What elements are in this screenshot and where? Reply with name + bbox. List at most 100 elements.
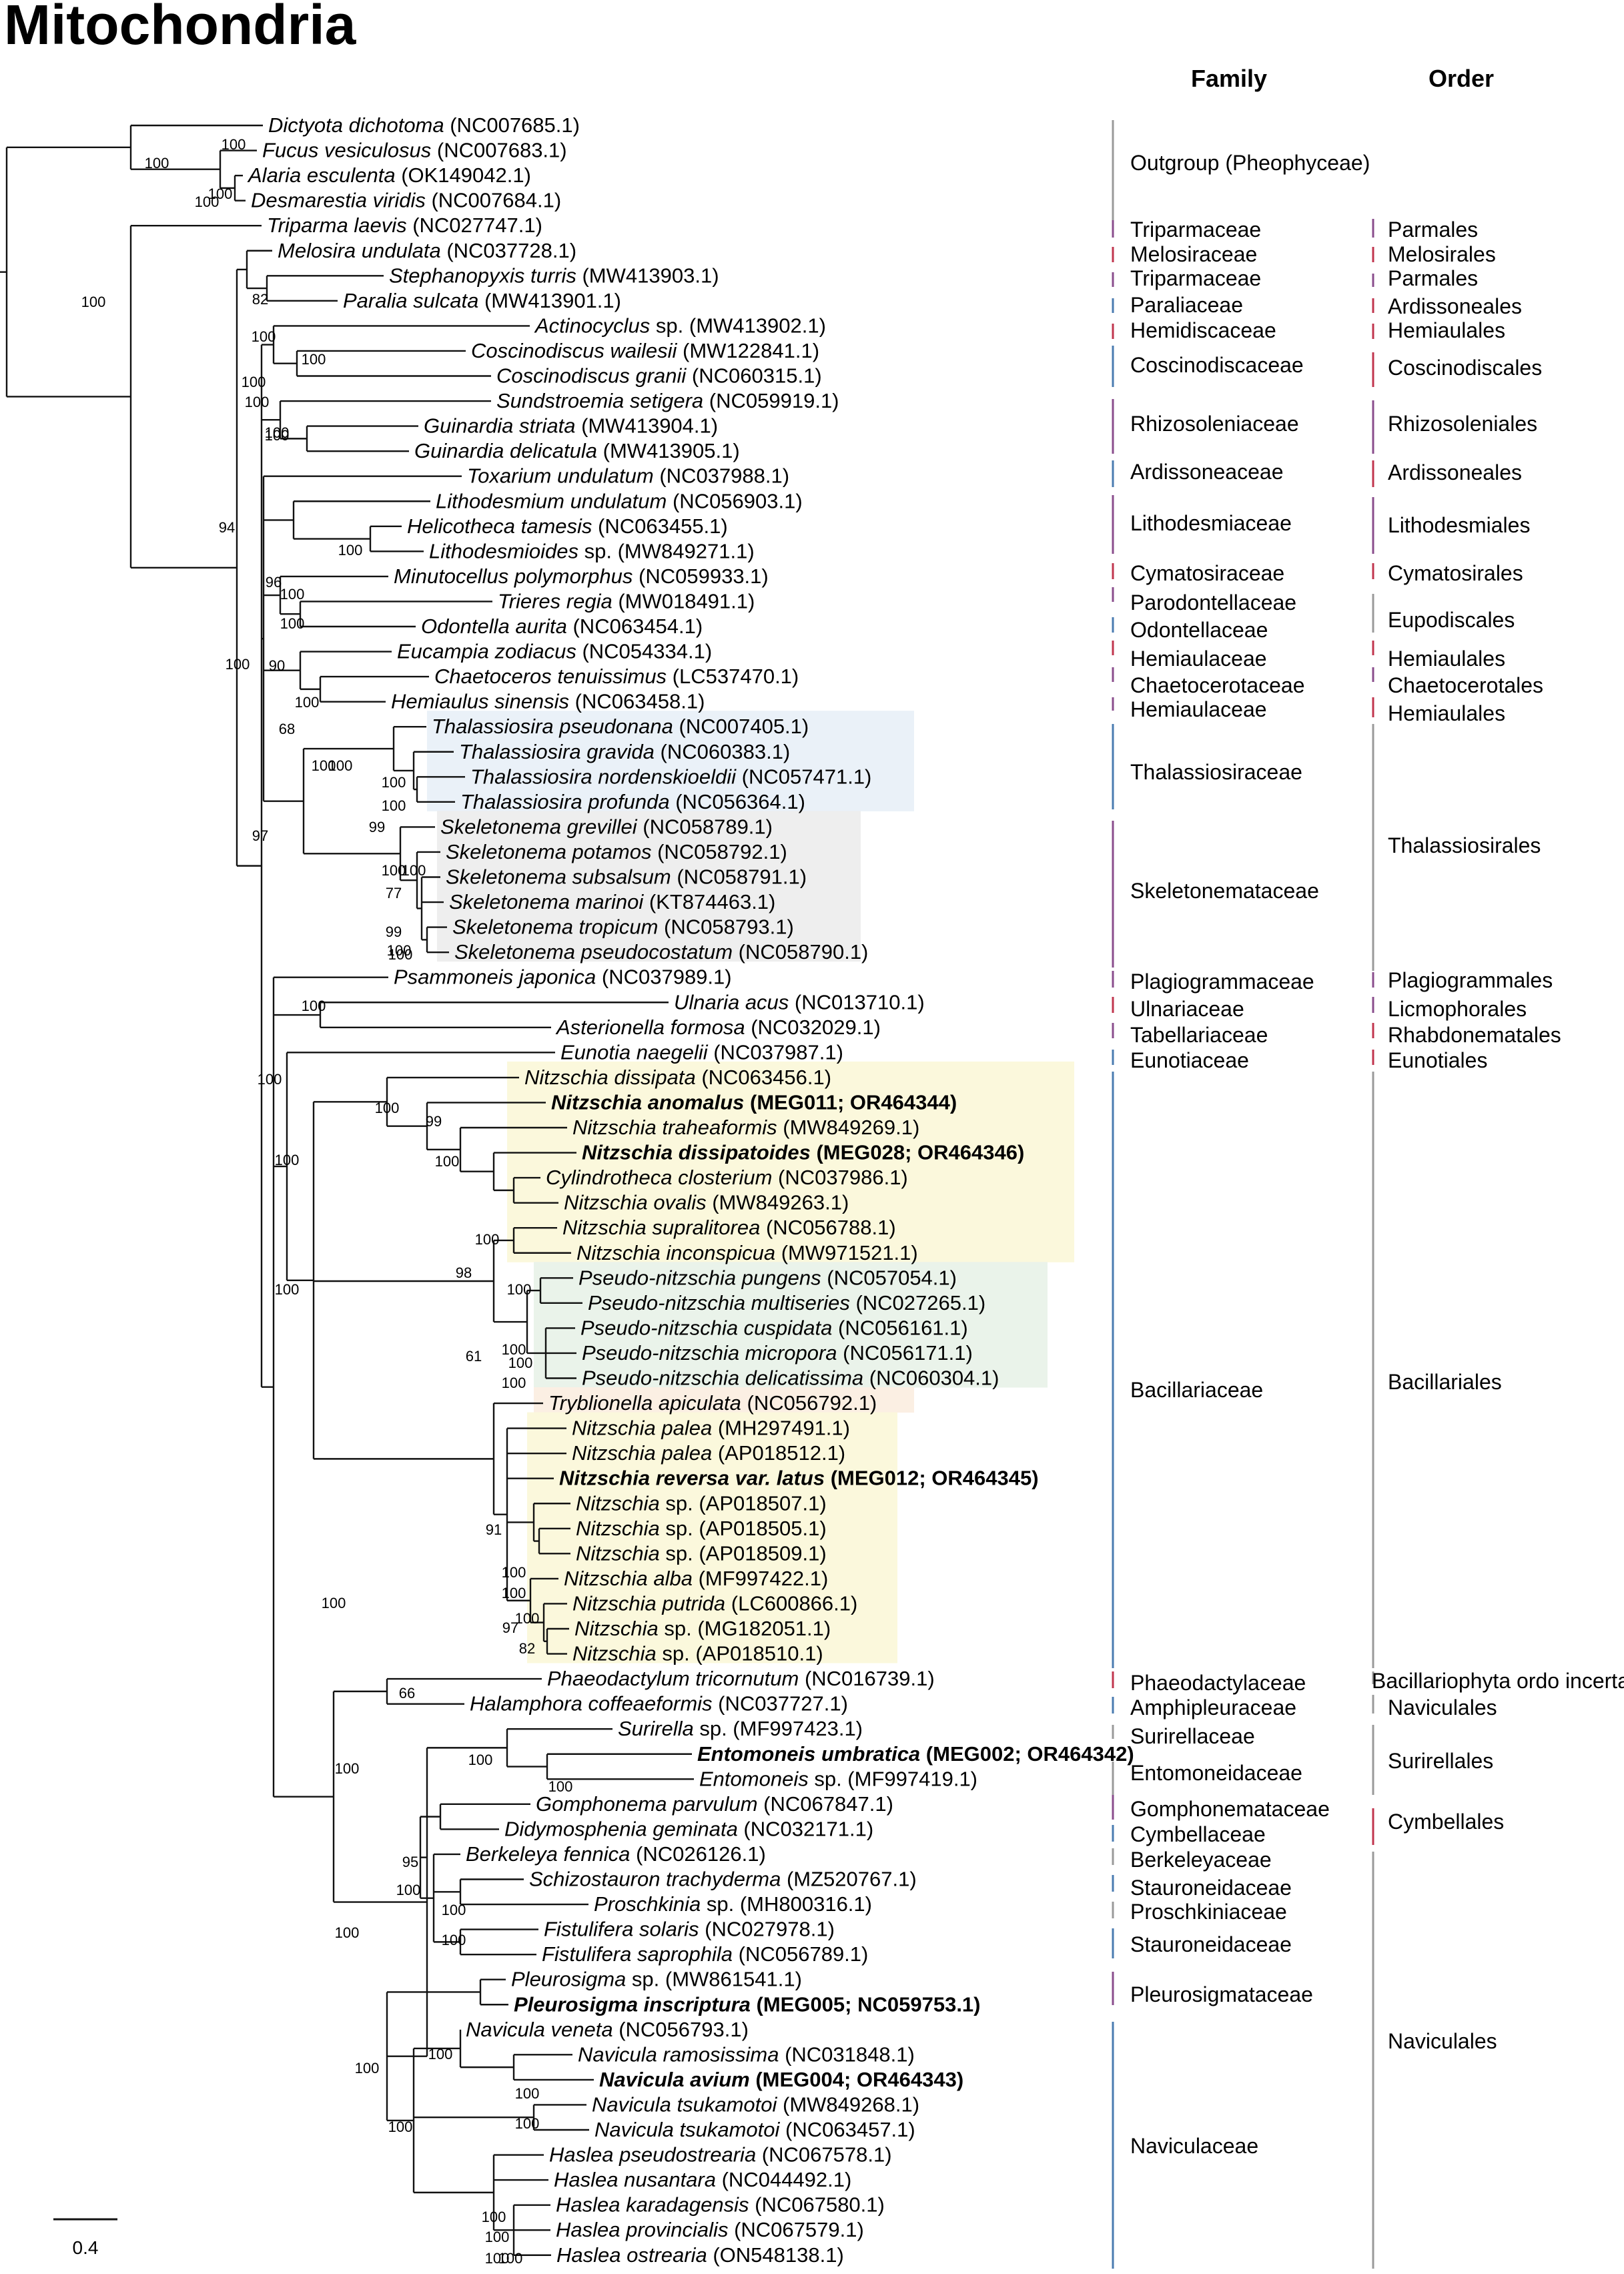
taxon-accession: (NC057471.1) (736, 765, 871, 788)
taxon-label: Coscinodiscus granii (NC060315.1) (496, 364, 822, 388)
taxon-name: Chaetoceros tenuissimus (434, 665, 667, 688)
taxon-accession: (MH297491.1) (712, 1417, 850, 1440)
taxon-accession: (NC063458.1) (569, 690, 705, 713)
bootstrap-value: 100 (387, 942, 412, 959)
taxon-label: Trieres regia (MW018491.1) (498, 589, 755, 613)
taxon-accession: (NC007685.1) (444, 113, 580, 137)
taxon-accession: (NC063455.1) (592, 514, 727, 538)
taxon-accession: (NC063454.1) (567, 615, 703, 638)
taxon-accession: (NC058792.1) (651, 840, 787, 863)
taxon-name: Nitzschia dissipata (524, 1066, 696, 1089)
taxon-label: Navicula tsukamotoi (MW849268.1) (592, 2093, 919, 2116)
bootstrap-value: 100 (265, 424, 290, 441)
taxon-name: Cylindrotheca closterium (546, 1166, 772, 1189)
taxon-name: Pleurosigma (511, 1968, 626, 1991)
taxon-label: Eunotia naegelii (NC037987.1) (560, 1040, 843, 1064)
taxon-name: Hemiaulus sinensis (391, 690, 569, 713)
taxon-label: Haslea nusantara (NC044492.1) (554, 2168, 851, 2191)
taxon-label: Gomphonema parvulum (NC067847.1) (536, 1792, 893, 1816)
bootstrap-value: 100 (355, 2060, 380, 2076)
order-label: Bacillariales (1388, 1370, 1502, 1394)
taxon-label: Haslea pseudostrearia (NC067578.1) (549, 2143, 892, 2167)
taxon-accession: (MEG002; OR464342) (920, 1742, 1134, 1766)
bootstrap-value: 100 (468, 1752, 493, 1768)
taxon-name: Nitzschia anomalus (551, 1090, 744, 1114)
taxon-accession: (NC037728.1) (441, 239, 576, 262)
taxon-label: Skeletonema marinoi (KT874463.1) (449, 890, 775, 913)
family-label: Paraliaceae (1130, 293, 1243, 317)
taxon-name: Eunotia naegelii (560, 1040, 709, 1064)
order-label: Bacillariophyta ordo incertae sedis (1372, 1669, 1624, 1693)
bootstrap-values: 1001001001001008210010010010010094100100… (81, 136, 573, 2267)
bootstrap-value: 100 (388, 2119, 413, 2135)
taxon-label: Navicula avium (MEG004; OR464343) (599, 2068, 963, 2091)
taxon-accession: (NC067578.1) (756, 2143, 891, 2167)
taxon-accession: (NC007683.1) (431, 139, 566, 162)
order-label: Naviculales (1388, 2029, 1497, 2053)
family-label: Phaeodactylaceae (1130, 1671, 1306, 1695)
bootstrap-value: 100 (252, 328, 276, 345)
taxon-accession: (MEG005; NC059753.1) (751, 1992, 981, 2016)
taxon-label: Stephanopyxis turris (MW413903.1) (389, 264, 719, 287)
taxon-name: Pseudo-nitzschia multiseries (588, 1291, 850, 1314)
order-label: Rhizosoleniales (1388, 412, 1537, 436)
taxon-label: Skeletonema tropicum (NC058793.1) (452, 915, 794, 939)
family-label: Plagiogrammaceae (1130, 970, 1314, 994)
bootstrap-value: 100 (145, 155, 169, 171)
order-label: Cymatosirales (1388, 561, 1523, 585)
family-column-header: Family (1191, 65, 1267, 92)
bootstrap-value: 100 (322, 1595, 346, 1611)
taxon-label: Lithodesmium undulatum (NC056903.1) (436, 489, 803, 512)
family-label: Ulnariaceae (1130, 997, 1244, 1021)
taxon-label: Nitzschia putrida (LC600866.1) (572, 1591, 857, 1615)
taxon-name: Halamphora coffeaeformis (470, 1692, 713, 1716)
taxon-accession: (MZ520767.1) (781, 1868, 916, 1891)
taxon-accession: (NC056789.1) (733, 1942, 868, 1966)
taxon-label: Nitzschia sp. (AP018509.1) (576, 1541, 827, 1565)
bootstrap-value: 99 (386, 923, 402, 940)
order-label: Thalassiosirales (1388, 833, 1541, 857)
taxon-label: Nitzschia sp. (AP018510.1) (572, 1642, 823, 1665)
taxon-name: Entomoneis (699, 1767, 809, 1790)
taxon-label: Nitzschia palea (MH297491.1) (572, 1417, 850, 1440)
taxon-label: Thalassiosira nordenskioeldii (NC057471.… (470, 765, 871, 788)
taxon-label: Pleurosigma sp. (MW861541.1) (511, 1968, 802, 1991)
bootstrap-value: 66 (399, 1685, 415, 1701)
clade-highlight (534, 1387, 914, 1413)
bootstrap-value: 82 (519, 1640, 535, 1657)
taxon-accession: (NC027265.1) (850, 1291, 985, 1314)
taxon-name: Skeletonema pseudocostatum (454, 940, 733, 964)
taxon-accession: (NC044492.1) (716, 2168, 851, 2191)
taxon-name: Phaeodactylum tricornutum (547, 1667, 799, 1690)
taxon-label: Lithodesmioides sp. (MW849271.1) (429, 539, 755, 562)
taxon-name: Fistulifera saprophila (542, 1942, 733, 1966)
taxon-label: Melosira undulata (NC037728.1) (278, 239, 576, 262)
bootstrap-value: 100 (382, 797, 406, 814)
taxon-name: Navicula veneta (466, 2018, 613, 2041)
bootstrap-value: 100 (502, 1341, 526, 1358)
taxon-accession: (NC056161.1) (832, 1316, 967, 1339)
taxon-name: Guinardia striata (424, 414, 575, 438)
taxon-name: Ulnaria acus (674, 990, 789, 1014)
family-label: Rhizosoleniaceae (1130, 412, 1299, 436)
bootstrap-value: 100 (226, 656, 250, 673)
taxon-label: Coscinodiscus wailesii (MW122841.1) (471, 339, 819, 362)
scale-bar-label: 0.4 (73, 2237, 99, 2258)
taxon-name: Proschkinia (594, 1892, 701, 1916)
bootstrap-value: 100 (382, 862, 406, 879)
taxon-accession: sp. (AP018510.1) (657, 1642, 823, 1665)
taxon-label: Halamphora coffeaeformis (NC037727.1) (470, 1692, 848, 1716)
taxon-label: Skeletonema pseudocostatum (NC058790.1) (454, 940, 868, 964)
bootstrap-value: 100 (502, 1375, 526, 1391)
family-label: Triparmaceae (1130, 218, 1261, 242)
family-label: Triparmaceae (1130, 266, 1261, 290)
taxon-accession: (NC032171.1) (738, 1817, 873, 1840)
taxon-name: Coscinodiscus granii (496, 364, 687, 388)
taxon-accession: (MW018491.1) (613, 589, 755, 613)
bootstrap-value: 100 (382, 774, 406, 791)
taxon-name: Nitzschia (576, 1541, 660, 1565)
taxon-label: Nitzschia supralitorea (NC056788.1) (562, 1216, 896, 1239)
taxon-accession: (MEG011; OR464344) (744, 1090, 957, 1114)
taxon-accession: (NC056792.1) (741, 1391, 877, 1415)
